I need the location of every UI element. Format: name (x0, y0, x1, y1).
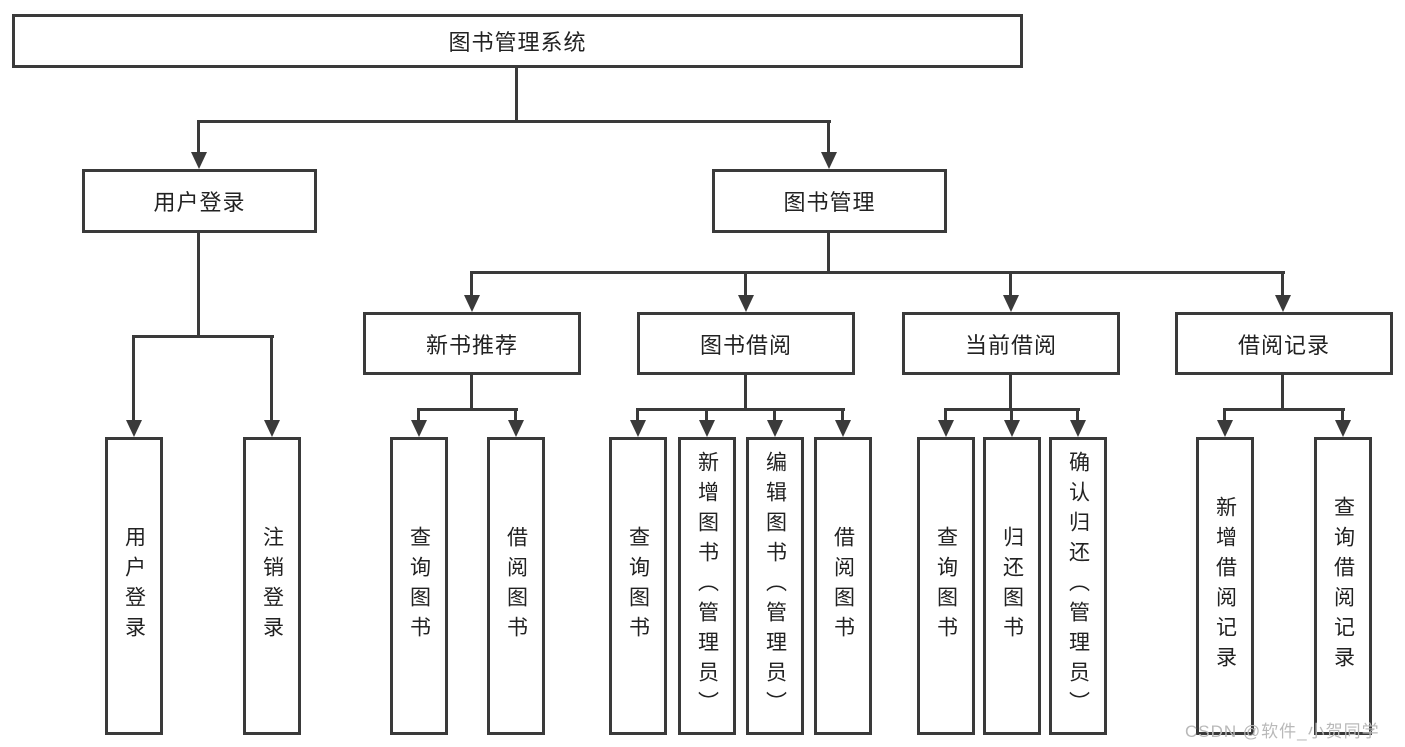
leaf-query-borrow-record-label: 查询借阅记录 (1331, 496, 1355, 676)
node-root-label: 图书管理系统 (448, 30, 587, 55)
node-book-borrow: 图书借阅 (637, 312, 855, 375)
node-borrow-record-label: 借阅记录 (1237, 332, 1330, 358)
csdn-watermark: CSDN @软件_小贺同学 (1185, 722, 1380, 741)
leaf-add-book-admin-label: 新增图书（管理员） (695, 451, 719, 721)
leaf-borrow-book-recommend: 借阅图书 (487, 437, 545, 735)
leaf-user-login-label: 用户登录 (122, 526, 146, 646)
node-book-borrow-label: 图书借阅 (699, 332, 792, 358)
arrow-down (835, 420, 851, 437)
connector-line-horizontal (1223, 408, 1345, 411)
arrow-down (464, 295, 480, 312)
leaf-confirm-return-admin-label: 确认归还（管理员） (1066, 451, 1090, 721)
arrow-down (630, 420, 646, 437)
node-book-management: 图书管理 (712, 169, 947, 233)
arrow-down (1275, 295, 1291, 312)
leaf-query-book-current-label: 查询图书 (934, 526, 958, 646)
connector-line-vertical (514, 408, 517, 422)
connector-line-vertical (1341, 408, 1344, 422)
connector-line-horizontal (133, 335, 274, 338)
connector-line-vertical (197, 233, 200, 338)
connector-line-vertical (1009, 271, 1012, 297)
connector-line-vertical (827, 120, 830, 154)
arrow-down (191, 152, 207, 169)
connector-line-vertical (827, 233, 830, 274)
connector-line-vertical (1281, 271, 1284, 297)
leaf-edit-book-admin-label: 编辑图书（管理员） (763, 451, 787, 721)
connector-line-vertical (417, 408, 420, 422)
connector-line-vertical (270, 335, 273, 421)
node-current-borrow: 当前借阅 (902, 312, 1120, 375)
arrow-down (411, 420, 427, 437)
connector-line-vertical (841, 408, 844, 422)
leaf-query-book-recommend: 查询图书 (390, 437, 448, 735)
connector-line-vertical (1009, 375, 1012, 411)
leaf-borrow-book-recommend-label: 借阅图书 (504, 526, 528, 646)
leaf-query-book-current: 查询图书 (917, 437, 975, 735)
arrow-down (1003, 295, 1019, 312)
connector-line-vertical (1223, 408, 1226, 422)
node-new-book-recommend-label: 新书推荐 (425, 332, 518, 358)
connector-line-vertical (470, 375, 473, 411)
connector-line-horizontal (636, 408, 845, 411)
leaf-return-book-label: 归还图书 (1000, 526, 1024, 646)
leaf-borrow-book-borrow-label: 借阅图书 (831, 526, 855, 646)
leaf-logout: 注销登录 (243, 437, 301, 735)
connector-line-horizontal (417, 408, 518, 411)
connector-line-vertical (470, 271, 473, 297)
arrow-down (821, 152, 837, 169)
arrow-down (938, 420, 954, 437)
arrow-down (1217, 420, 1233, 437)
leaf-confirm-return-admin: 确认归还（管理员） (1049, 437, 1107, 735)
connector-line-vertical (636, 408, 639, 422)
connector-line-vertical (705, 408, 708, 422)
connector-line-vertical (1010, 408, 1013, 422)
connector-line-horizontal (470, 271, 1285, 274)
leaf-add-book-admin: 新增图书（管理员） (678, 437, 736, 735)
arrow-down (1335, 420, 1351, 437)
arrow-down (1004, 420, 1020, 437)
node-root: 图书管理系统 (12, 14, 1023, 68)
leaf-query-book-recommend-label: 查询图书 (407, 526, 431, 646)
leaf-edit-book-admin: 编辑图书（管理员） (746, 437, 804, 735)
connector-line-vertical (1076, 408, 1079, 422)
leaf-query-borrow-record: 查询借阅记录 (1314, 437, 1372, 735)
connector-line-vertical (773, 408, 776, 422)
arrow-down (508, 420, 524, 437)
node-user-login: 用户登录 (82, 169, 317, 233)
connector-line-vertical (132, 335, 135, 421)
leaf-query-book-borrow: 查询图书 (609, 437, 667, 735)
leaf-query-book-borrow-label: 查询图书 (626, 526, 650, 646)
leaf-user-login: 用户登录 (105, 437, 163, 735)
connector-line-vertical (744, 375, 747, 411)
connector-line-vertical (944, 408, 947, 422)
leaf-add-borrow-record: 新增借阅记录 (1196, 437, 1254, 735)
leaf-borrow-book-borrow: 借阅图书 (814, 437, 872, 735)
leaf-add-borrow-record-label: 新增借阅记录 (1213, 496, 1237, 676)
node-book-management-label: 图书管理 (783, 190, 876, 215)
node-user-login-label: 用户登录 (153, 190, 246, 215)
arrow-down (126, 420, 142, 437)
arrow-down (738, 295, 754, 312)
arrow-down (699, 420, 715, 437)
leaf-return-book: 归还图书 (983, 437, 1041, 735)
node-borrow-record: 借阅记录 (1175, 312, 1393, 375)
node-new-book-recommend: 新书推荐 (363, 312, 581, 375)
arrow-down (767, 420, 783, 437)
arrow-down (1070, 420, 1086, 437)
arrow-down (264, 420, 280, 437)
leaf-logout-label: 注销登录 (260, 526, 284, 646)
connector-line-horizontal (197, 120, 831, 123)
node-current-borrow-label: 当前借阅 (964, 332, 1057, 358)
connector-line-vertical (197, 120, 200, 154)
connector-line-vertical (515, 68, 518, 123)
connector-line-vertical (744, 271, 747, 297)
connector-line-vertical (1281, 375, 1284, 411)
